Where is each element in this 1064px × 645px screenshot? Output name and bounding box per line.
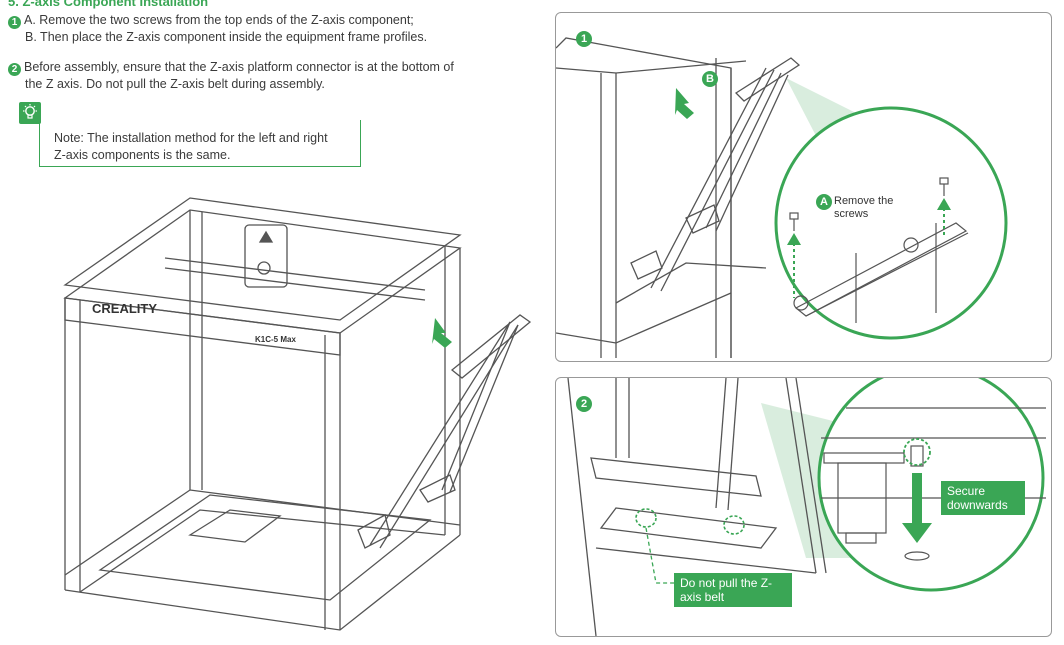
install-arrow-icon [432,318,452,348]
panel-1-number: 1 [576,31,592,47]
step-1-line-a: A. Remove the two screws from the top en… [24,13,414,27]
detail-panel-2: 2 Secure downwards Do not pull the Z-axi… [555,377,1052,637]
section-heading: 5. Z-axis Component Installation [8,0,209,9]
step-2-badge: 2 [8,63,21,76]
callout-a-badge: A [816,194,832,210]
step-2-line-b: the Z axis. Do not pull the Z-axis belt … [25,77,325,91]
remove-screws-label: Remove the screws [834,195,894,220]
panel-2-number: 2 [576,396,592,412]
detail-panel-1: 1 B A Remove the screws [555,12,1052,362]
step-1-line-b: B. Then place the Z-axis component insid… [25,30,428,44]
lightbulb-icon [19,102,41,124]
model-label: K1C-5 Max [255,335,296,344]
callout-b-badge: B [702,71,718,87]
belt-warning-label: Do not pull the Z-axis belt [674,573,792,607]
note-frame: Note: The installation method for the le… [39,120,361,167]
brand-label: CREALITY [92,301,157,316]
printer-illustration: CREALITY K1C-5 Max [40,190,540,645]
note-line-1: Note: The installation method for the le… [54,131,328,145]
note-line-2: Z-axis components is the same. [54,148,231,162]
secure-downwards-label: Secure downwards [941,481,1025,515]
step-1-badge: 1 [8,16,21,29]
step-2-line-a: Before assembly, ensure that the Z-axis … [24,60,454,74]
